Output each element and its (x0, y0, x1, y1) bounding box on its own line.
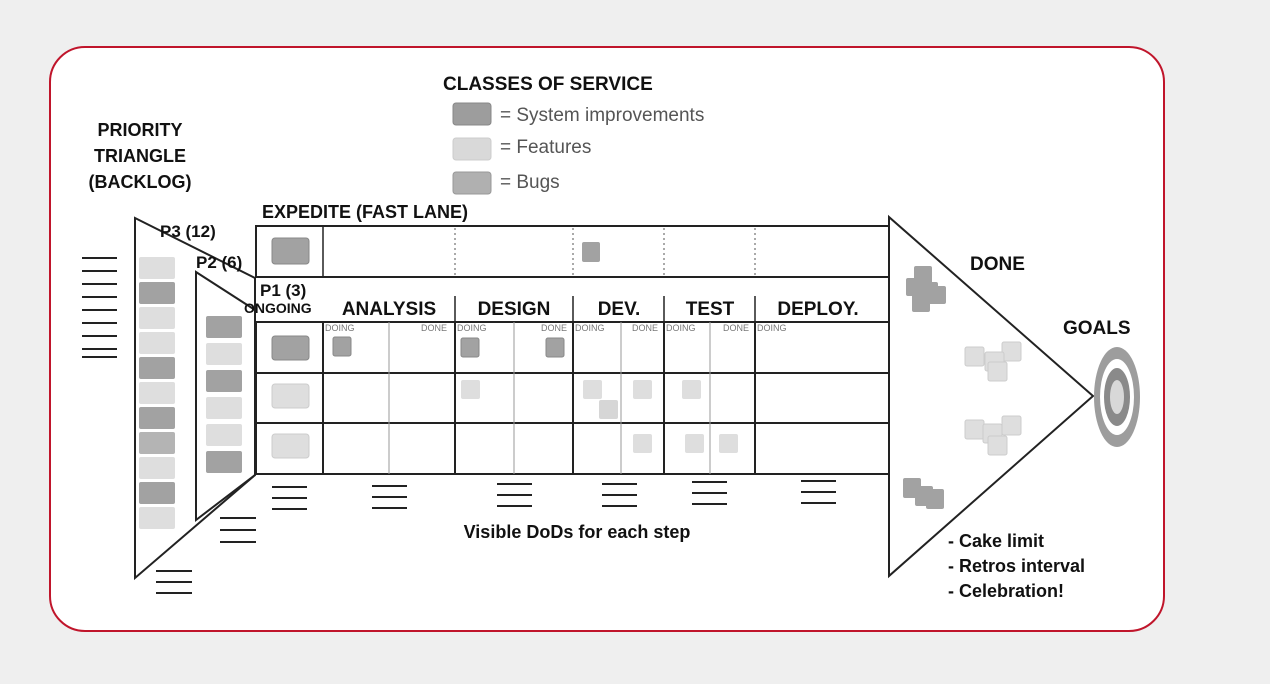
column-dod-lines (272, 480, 836, 510)
expedite-dividers (454, 228, 756, 275)
p3-label: P3 (12) (160, 222, 216, 241)
legend-label-bugs: = Bugs (500, 172, 560, 193)
priority-title-line-3: (BACKLOG) (89, 172, 192, 192)
column-header-deploy: DEPLOY. (777, 299, 858, 320)
board-work-items (332, 336, 738, 453)
legend-label-system-improvements: = System improvements (500, 105, 704, 126)
column-header-test: TEST (686, 299, 735, 320)
bullet-retros-interval: - Retros interval (948, 556, 1085, 576)
done-label-dev: DONE (632, 323, 658, 333)
doing-done-dividers (388, 322, 711, 474)
done-arrow (888, 214, 1095, 579)
legend-swatch-system-improvements (452, 102, 492, 126)
p2-label: P2 (6) (196, 253, 242, 272)
bullet-celebration: - Celebration! (948, 581, 1064, 601)
done-label-test: DONE (723, 323, 749, 333)
goals-label: GOALS (1063, 318, 1131, 339)
bullet-cake-limit: - Cake limit (948, 531, 1044, 551)
doing-label-dev: DOING (575, 323, 605, 333)
legend-swatch-bugs (452, 171, 492, 195)
ongoing-label: ONGOING (244, 300, 312, 316)
expedite-card-ongoing (271, 237, 310, 265)
backlog-dod-lines (82, 257, 117, 358)
doing-label-test: DOING (666, 323, 696, 333)
dod-caption: Visible DoDs for each step (464, 522, 691, 542)
done-label-analysis: DONE (421, 323, 447, 333)
goals-target-icon (1094, 347, 1140, 447)
p2-triangle (195, 270, 256, 523)
legend-label-features: = Features (500, 137, 591, 158)
column-header-dev: DEV. (598, 299, 641, 320)
priority-title-line-2: TRIANGLE (94, 146, 186, 166)
doing-label-design: DOING (457, 323, 487, 333)
classes-of-service-title: CLASSES OF SERVICE (443, 74, 653, 95)
p2-dod-lines (220, 517, 256, 543)
done-label-design: DONE (541, 323, 567, 333)
doing-label-analysis: DOING (325, 323, 355, 333)
column-header-design: DESIGN (478, 299, 551, 320)
ongoing-card-1 (271, 335, 310, 361)
expedite-lane-title: EXPEDITE (FAST LANE) (262, 202, 468, 222)
doing-done-labels: DOING DONE DOING DONE DOING DONE DOING D… (325, 323, 787, 333)
p2-cards (206, 316, 242, 473)
legend-swatch-features (452, 137, 492, 161)
ongoing-card-3 (271, 433, 310, 459)
header-dividers (454, 296, 756, 322)
board-grid (255, 321, 889, 475)
p1-label: P1 (3) (260, 281, 306, 300)
p3-cards (139, 257, 175, 529)
done-label: DONE (970, 254, 1025, 275)
priority-title-line-1: PRIORITY (97, 120, 182, 140)
column-header-analysis: ANALYSIS (342, 299, 436, 320)
expedite-card-dev (582, 242, 600, 262)
done-card-stacks (903, 266, 1022, 509)
ongoing-card-2 (271, 383, 310, 409)
p3-dod-lines (156, 570, 192, 594)
doing-label-deploy: DOING (757, 323, 787, 333)
